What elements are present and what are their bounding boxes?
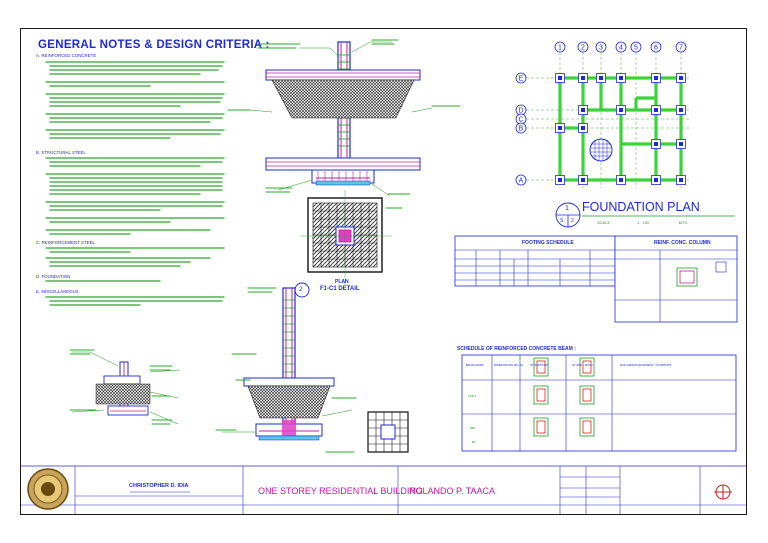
- column-schedule-title: REINF. CONC. COLUMN: [654, 240, 711, 246]
- fp-ref-bottom-left: S: [560, 218, 564, 224]
- grid-bubble-row: [515, 174, 527, 186]
- wall-footing-section: [71, 351, 181, 425]
- column-mark: [619, 108, 623, 112]
- fp-ref-top: 1: [565, 205, 569, 212]
- title-block-graphics: [20, 202, 747, 515]
- detail-plan-label: PLAN: [335, 279, 349, 285]
- column-mark: [654, 108, 658, 112]
- scale-value: 1 : 100: [637, 220, 650, 225]
- column-mark: [679, 142, 683, 146]
- beam-mark-ftb1: FTB-1: [468, 394, 477, 398]
- grid-bubble-row: [515, 72, 527, 84]
- grid-label-col: 1: [558, 45, 562, 52]
- beam-mark-b1: B1: [472, 440, 476, 444]
- beam-header-mark: BEAM MARK: [466, 363, 485, 367]
- grid-label-row: D: [518, 108, 523, 115]
- beam-mark-rb1: RB1: [470, 426, 476, 430]
- grid-bubble-col: [577, 41, 589, 53]
- small-footing-plan: [367, 411, 409, 453]
- grid-bubble-col: [554, 41, 566, 53]
- grid-bubble-col: [595, 41, 607, 53]
- grid-label-col: 5: [634, 45, 638, 52]
- beam-schedule-title: SCHEDULE OF REINFORCED CONCRETE BEAM :: [457, 346, 576, 352]
- grid-bubble-row: [515, 122, 527, 134]
- column-mark: [558, 178, 562, 182]
- grid-label-col: 3: [599, 45, 603, 52]
- footing-schedule-title: FOOTING SCHEDULE: [522, 240, 574, 246]
- grid-label-col: 6: [654, 45, 658, 52]
- grid-bubble-col: [630, 41, 642, 53]
- cistern-outline: [589, 138, 613, 162]
- column-mark: [654, 142, 658, 146]
- column-mark: [679, 178, 683, 182]
- grid-label-col: 2: [581, 45, 585, 52]
- notes-section-c-heading: C. REINFORCEMENT STEEL: [36, 240, 95, 245]
- detail-number: 2: [299, 287, 303, 293]
- column-mark: [581, 178, 585, 182]
- notes-section-d-heading: D. FOUNDATION: [36, 274, 71, 279]
- grid-label-row: B: [519, 126, 524, 133]
- grid-bubble-col: [675, 41, 687, 53]
- scale-units: MTS: [678, 220, 688, 225]
- project-title: ONE STOREY RESIDENTIAL BUILDING: [258, 486, 423, 496]
- column-mark: [679, 76, 683, 80]
- column-section-bottom: [222, 287, 353, 441]
- beam-header-support: AT SUPPORT: [530, 363, 549, 367]
- beam-schedule-table: [461, 354, 737, 452]
- column-mark: [581, 108, 585, 112]
- engineer-name: CHRISTOPHER D. IDIA: [129, 483, 189, 489]
- column-footing-section-top: [249, 41, 433, 197]
- fp-ref-bottom-right: 2: [571, 218, 574, 224]
- column-mark: [581, 76, 585, 80]
- sheet-border: [20, 28, 747, 515]
- foundation-plan-title: FOUNDATION PLAN: [582, 200, 700, 214]
- footing-plan-detail: [294, 190, 392, 298]
- column-mark: [654, 178, 658, 182]
- grid-label-row: A: [519, 178, 524, 185]
- notes-title: GENERAL NOTES & DESIGN CRITERIA :: [38, 39, 270, 51]
- beam-header-rod: ROD REINFORCEMENT / STIRRUPS: [620, 363, 672, 367]
- column-mark: [599, 76, 603, 80]
- scale-label: SCALE: [597, 220, 611, 225]
- column-mark: [619, 76, 623, 80]
- footing-schedule-table: [454, 235, 738, 323]
- grid-label-col: 7: [679, 45, 683, 52]
- detail-title: F1-C1 DETAIL: [320, 286, 360, 292]
- grid-bubble-col: [650, 41, 662, 53]
- notes-section-b-heading: B. STRUCTURAL STEEL: [36, 150, 86, 155]
- column-mark: [654, 76, 658, 80]
- owner-name: ROLANDO P. TAACA: [409, 486, 496, 496]
- beam-header-dim: DIMENSIONS (B x D): [494, 363, 524, 367]
- column-mark: [558, 76, 562, 80]
- foundation-plan: 1 2 3 4 5 6 7E DCB A: [515, 41, 690, 188]
- grid-bubble-col: [615, 41, 627, 53]
- grid-label-row: E: [519, 76, 524, 83]
- notes-section-e-heading: E. MISCELLANEOUS: [36, 289, 79, 294]
- column-mark: [581, 126, 585, 130]
- column-mark: [679, 108, 683, 112]
- grid-label-col: 4: [619, 45, 623, 52]
- foundation-plan-scale: SCALE 1 : 100 MTS: [597, 220, 687, 225]
- beam-header-midspan: AT MID - SPAN: [572, 363, 593, 367]
- column-mark: [619, 178, 623, 182]
- column-mark: [558, 126, 562, 130]
- grid-label-row: C: [518, 117, 523, 124]
- notes-section-a-heading: A. REINFORCED CONCRETE: [36, 53, 97, 58]
